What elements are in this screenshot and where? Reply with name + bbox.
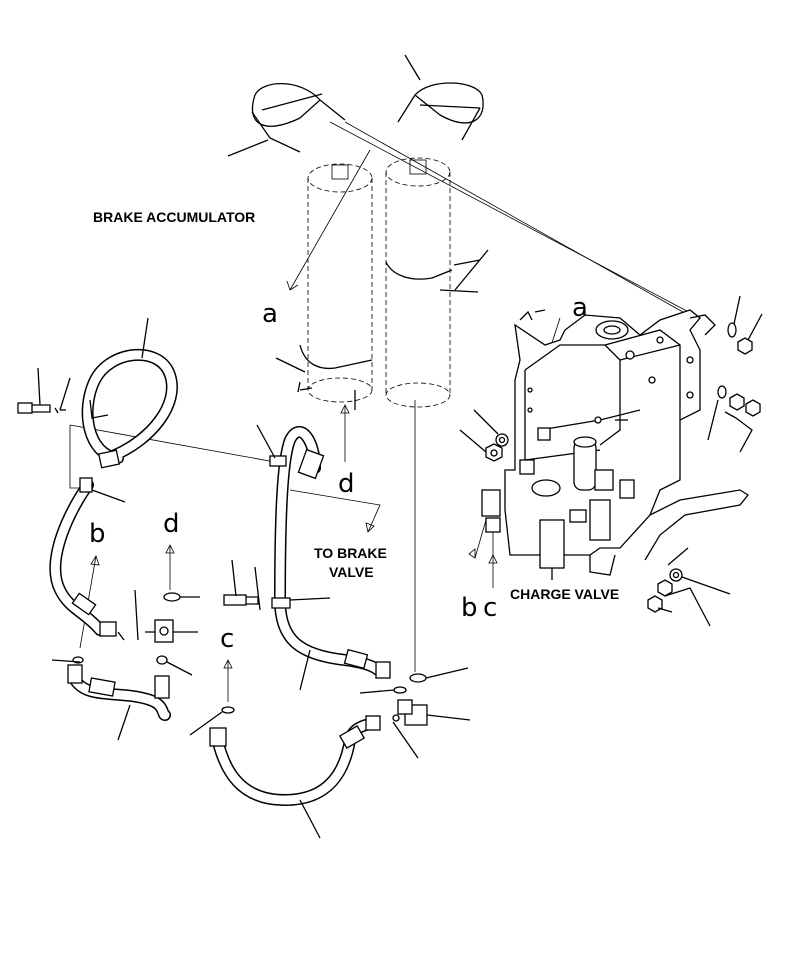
accumulator-clamp-bands xyxy=(227,54,484,157)
ref-b-left: b xyxy=(89,519,106,549)
ref-c-valve: c xyxy=(483,593,497,623)
center-hose-assembly xyxy=(189,424,391,839)
accumulator-left xyxy=(297,163,373,403)
to-brake-valve-label-line2: VALVE xyxy=(329,564,374,580)
charge-valve-label: CHARGE VALVE xyxy=(510,586,619,602)
ref-c-hose: c xyxy=(220,624,234,654)
brake-accumulator-label: BRAKE ACCUMULATOR xyxy=(93,209,255,225)
ref-a-right: a xyxy=(572,293,588,323)
accumulator-right xyxy=(385,157,453,408)
right-small-fittings xyxy=(359,667,471,759)
left-small-parts xyxy=(17,317,200,741)
ref-a-left: a xyxy=(262,299,278,329)
to-brake-valve-label-line1: TO BRAKE xyxy=(314,545,387,561)
charge-valve-hardware xyxy=(459,295,763,627)
left-hose-assembly xyxy=(49,348,178,721)
charge-valve-body xyxy=(481,309,749,580)
ref-d-fitting: d xyxy=(163,509,180,539)
ref-b-valve: b xyxy=(461,593,478,623)
ref-d-accumulator: d xyxy=(338,469,355,499)
